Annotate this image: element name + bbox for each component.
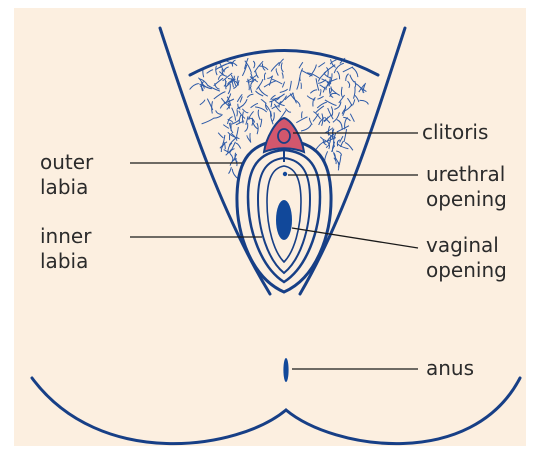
label-outer-line-1: outer bbox=[40, 150, 93, 175]
label-vaginal-line-1: vaginal bbox=[426, 233, 507, 258]
label-urethral-line-2: opening bbox=[426, 187, 507, 212]
label-inner-line-2: labia bbox=[40, 249, 91, 274]
label-urethral-line-1: urethral bbox=[426, 162, 507, 187]
label-outer-line-2: labia bbox=[40, 175, 93, 200]
label-clitoris: clitoris bbox=[422, 120, 488, 145]
urethral-opening-dot bbox=[283, 172, 287, 176]
anus-mark bbox=[283, 358, 288, 382]
label-anus-text: anus bbox=[426, 356, 474, 381]
vaginal-opening-oval bbox=[276, 200, 292, 240]
label-clitoris-text: clitoris bbox=[422, 120, 488, 145]
label-urethral-opening: urethral opening bbox=[426, 162, 507, 212]
hair-stroke bbox=[237, 109, 238, 116]
label-outer-labia: outer labia bbox=[40, 150, 93, 200]
label-vaginal-opening: vaginal opening bbox=[426, 233, 507, 283]
label-anus: anus bbox=[426, 356, 474, 381]
label-inner-labia: inner labia bbox=[40, 224, 91, 274]
label-inner-line-1: inner bbox=[40, 224, 91, 249]
label-vaginal-line-2: opening bbox=[426, 258, 507, 283]
